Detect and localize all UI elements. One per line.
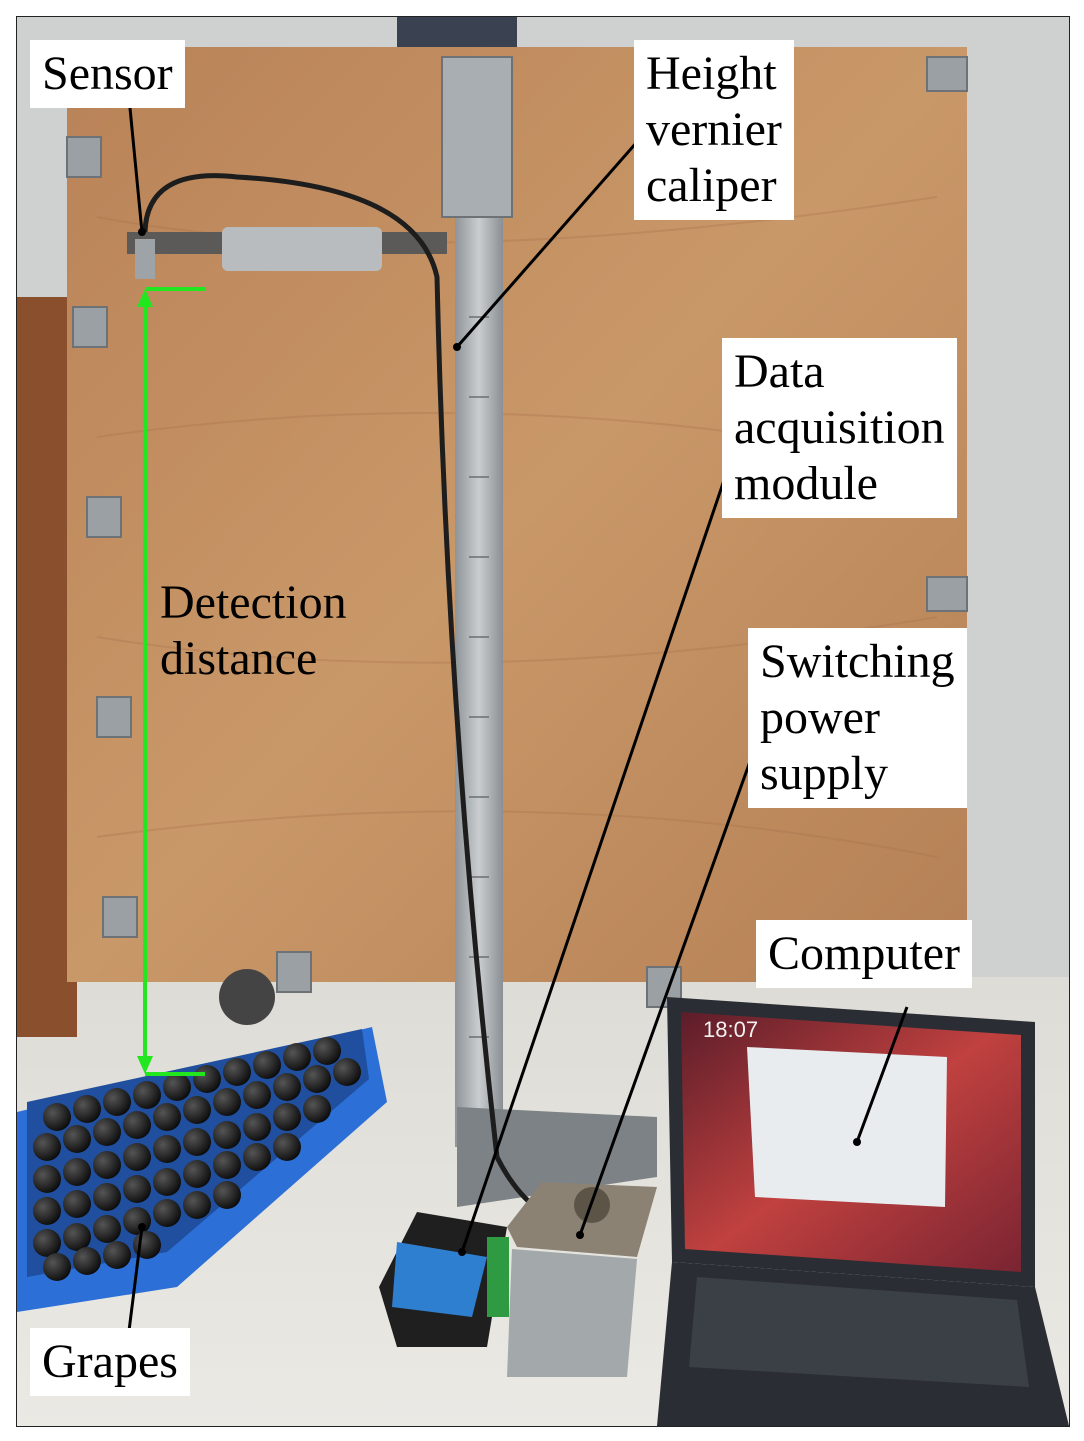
daq-module-face bbox=[392, 1242, 487, 1317]
caliper-label: Height vernier caliper bbox=[634, 40, 794, 220]
daq-label: Data acquisition module bbox=[722, 338, 957, 518]
caliper-base bbox=[457, 1107, 657, 1207]
caliper-scale-marks bbox=[469, 316, 489, 1038]
sensor-label: Sensor bbox=[30, 40, 185, 108]
experiment-photo: 18:07 bbox=[16, 16, 1070, 1427]
sensor-mount bbox=[222, 227, 382, 271]
computer-label: Computer bbox=[756, 920, 972, 988]
sensor-cable bbox=[142, 173, 578, 1230]
daq-terminals bbox=[487, 1237, 509, 1317]
laptop-clock: 18:07 bbox=[703, 1017, 759, 1042]
board-wheel bbox=[219, 969, 275, 1025]
detection-distance-label: Detection distance bbox=[160, 576, 347, 685]
power-supply-front bbox=[507, 1249, 637, 1377]
leader-endpoints bbox=[138, 228, 861, 1256]
detection-distance-arrow bbox=[137, 287, 205, 1076]
laptop-keys bbox=[689, 1277, 1029, 1387]
grapes-label: Grapes bbox=[30, 1328, 190, 1396]
laptop-window bbox=[747, 1047, 947, 1207]
board-hinges bbox=[66, 56, 968, 1008]
sensor-head bbox=[135, 239, 155, 279]
grapes-pile bbox=[33, 1037, 361, 1281]
power-label: Switching power supply bbox=[748, 628, 967, 808]
caliper-slider bbox=[441, 56, 513, 218]
